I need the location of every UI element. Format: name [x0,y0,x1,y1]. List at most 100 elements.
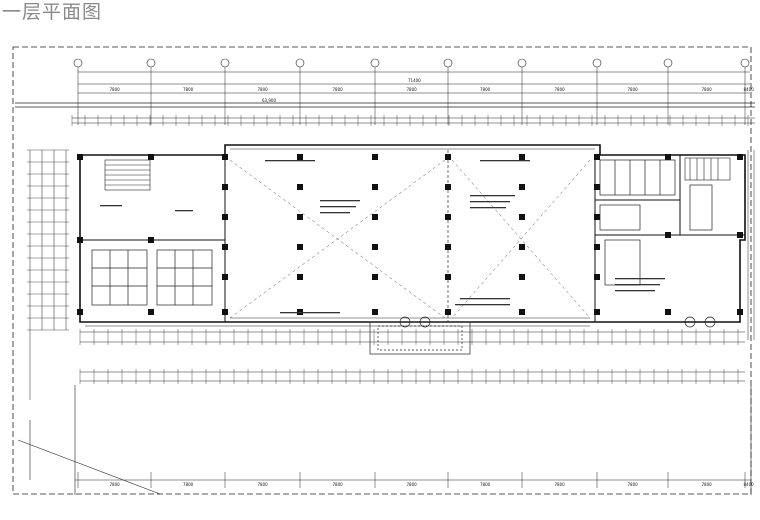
top-dimension-label: 7800 [555,87,566,92]
bottom-dimension-label: 7800 [333,482,344,487]
column [445,154,451,160]
column [222,244,228,250]
site-boundary [17,385,752,495]
top-axis-markers [73,58,750,125]
sub-total-dimension: 63,900 [262,98,276,103]
column [222,184,228,190]
axis-bubble [517,58,527,68]
axis-bubble [146,58,156,68]
top-dimension-label: 7800 [702,87,713,92]
bottom-axis-ticks [77,472,746,488]
top-dimension-label: 7800 [628,87,639,92]
top-rail [15,102,755,108]
annotation-mark [280,312,340,314]
annotation-mark [175,210,193,212]
annotation-mark [470,195,515,197]
column [665,154,671,160]
stair-left [104,159,151,191]
annotation-mark [470,201,510,203]
column [297,274,303,280]
column [737,154,743,160]
lower-dimension-ticks [79,329,739,384]
bottom-dimension-label: 7800 [480,482,491,487]
page-title: 一层平面图 [2,1,103,23]
column [665,309,671,315]
column [222,274,228,280]
column [594,309,600,315]
column [519,154,525,160]
top-dimension-label: 7800 [258,87,269,92]
column [519,244,525,250]
top-dimension-label: 7800 [333,87,344,92]
bottom-dimension-label: 7800 [110,482,121,487]
column [445,214,451,220]
column [77,237,83,243]
drawing-border [12,46,752,495]
annotation-mark [460,298,510,300]
column [594,274,600,280]
column [222,154,228,160]
column [372,274,378,280]
annotation-mark [615,284,660,286]
column [665,232,671,238]
annotation-mark [455,304,510,306]
column [77,154,83,160]
structural-columns [77,154,743,315]
fine-dimension-chain [72,117,755,124]
column [594,214,600,220]
annotation-mark [480,160,530,162]
axis-bubble [443,58,453,68]
column [737,309,743,315]
annotation-mark [265,160,315,162]
left-dimension-chain [29,150,67,400]
annotation-mark [320,206,356,208]
stair-right [684,157,731,181]
top-dimension-label: 7800 [183,87,194,92]
room-annotations [100,160,665,314]
top-dimension-label: 7800 [110,87,121,92]
top-dimension-label: 7800 [407,87,418,92]
axis-bubble [73,58,83,68]
column [372,244,378,250]
column [519,214,525,220]
column [148,154,154,160]
column [297,154,303,160]
restroom-block-left [91,249,213,306]
bottom-dimension-label: 7800 [407,482,418,487]
column [445,274,451,280]
column [445,244,451,250]
right-service-rooms [599,159,713,286]
annotation-mark [470,207,506,209]
column [372,214,378,220]
top-dimension-chain [78,71,750,94]
bottom-dimension-label: 7800 [258,482,269,487]
total-dimension: 71400 [408,78,421,83]
column [519,309,525,315]
fine-dimension-ticks [71,115,749,126]
annotation-mark [615,278,665,280]
bottom-dimension-label: 7800 [702,482,713,487]
column [222,214,228,220]
column [372,184,378,190]
top-dimension-label: 8400 [744,87,755,92]
column [372,154,378,160]
column [297,184,303,190]
axis-bubble [740,58,750,68]
axis-bubble [295,58,305,68]
column [594,184,600,190]
column [148,309,154,315]
annotation-mark [320,212,350,214]
axis-bubble [220,58,230,68]
top-dimension-label: 7800 [480,87,491,92]
right-dimension-chain [747,150,755,340]
bottom-dimension-label: 8400 [744,482,755,487]
bottom-dimension-label: 7800 [555,482,566,487]
column [519,184,525,190]
building-outline [79,144,746,323]
annotation-mark [100,205,122,207]
entrance-porch [369,316,716,355]
column [222,309,228,315]
axis-bubble [663,58,673,68]
